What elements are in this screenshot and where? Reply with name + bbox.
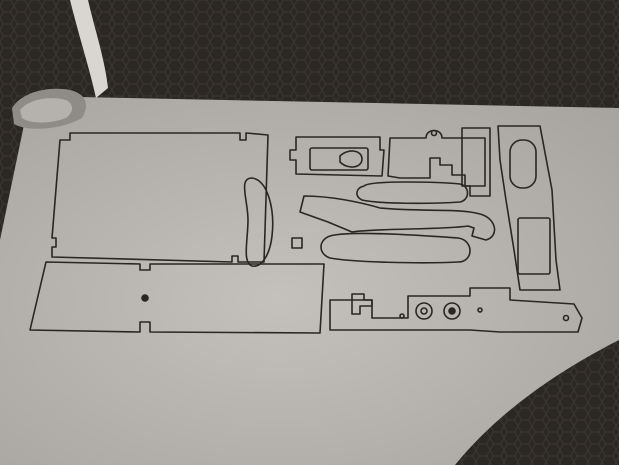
base-hole-1 <box>415 302 433 320</box>
stepped-plate-hole <box>430 129 438 137</box>
base-hole-1-inner <box>420 307 428 315</box>
tall-plate-slot-top <box>509 139 537 189</box>
base-hole-2 <box>443 302 461 320</box>
base-plate <box>329 287 583 333</box>
arm-jaw <box>299 195 496 241</box>
servo-plate <box>289 136 385 177</box>
panel-hole <box>141 294 149 302</box>
tall-plate-slot-bottom <box>517 217 551 275</box>
arm-lower <box>320 232 471 264</box>
small-tab <box>291 237 303 249</box>
laser-head-icon <box>12 0 108 129</box>
servo-horn <box>339 150 363 168</box>
cut-parts <box>29 125 583 334</box>
base-hole-4 <box>477 307 483 313</box>
arm-upper <box>356 181 469 205</box>
narrow-plate <box>461 127 491 197</box>
panel-large-top <box>51 132 269 263</box>
base-hole-2-inner <box>448 307 456 315</box>
base-hole-5 <box>562 314 570 322</box>
base-hole-3 <box>399 313 405 319</box>
stepped-plate <box>387 129 486 187</box>
servo-slot <box>309 147 369 171</box>
tall-plate-right <box>497 125 561 291</box>
paper-sheet <box>0 96 619 465</box>
panel-large-bottom <box>29 261 325 334</box>
curved-link <box>243 177 274 267</box>
